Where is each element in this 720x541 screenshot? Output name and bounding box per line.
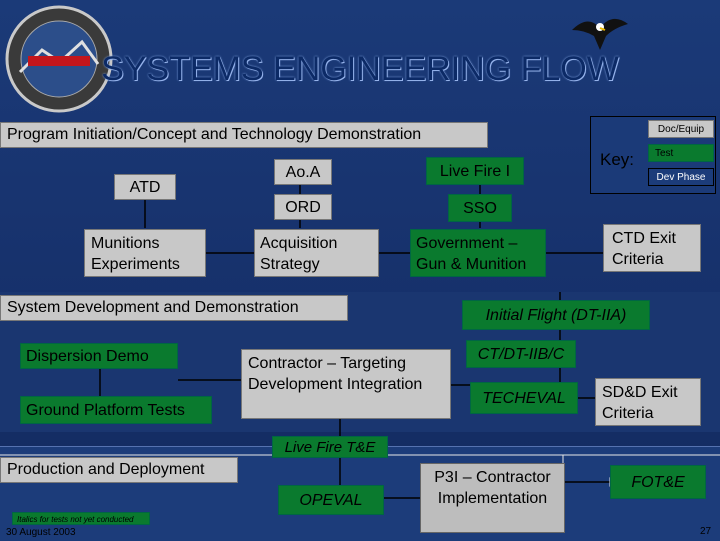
node-dispersion-demo: Dispersion Demo <box>20 343 178 369</box>
key-doc-swatch: Doc/Equip <box>648 120 714 138</box>
node-contractor-targeting: Contractor – Targeting Development Integ… <box>241 349 451 419</box>
node-opeval: OPEVAL <box>278 485 384 515</box>
node-sdd-exit-criteria: SD&D Exit Criteria <box>595 378 701 426</box>
node-sso: SSO <box>448 194 512 222</box>
node-p3i-contractor: P3I – Contractor Implementation <box>420 463 565 533</box>
phase-production-header: Production and Deployment <box>0 457 238 483</box>
phase-development-header: System Development and Demonstration <box>0 295 348 321</box>
page-title: SYSTEMS ENGINEERING FLOW <box>101 50 619 88</box>
node-ord: ORD <box>274 194 332 220</box>
key-label: Key: <box>600 150 635 169</box>
node-techeval: TECHEVAL <box>470 382 578 414</box>
node-government-gun-munition: Government – Gun & Munition <box>410 229 546 277</box>
node-ct-dt-iib-c: CT/DT-IIB/C <box>466 340 576 368</box>
node-ctd-exit-criteria: CTD Exit Criteria <box>603 224 701 272</box>
phase-initiation-header: Program Initiation/Concept and Technolog… <box>0 122 488 148</box>
node-munitions-experiments: Munitions Experiments <box>84 229 206 277</box>
node-live-fire-1: Live Fire I <box>426 157 524 185</box>
key-test-swatch: Test <box>648 144 714 162</box>
program-seal-logo <box>5 5 113 113</box>
node-ground-platform-tests: Ground Platform Tests <box>20 396 212 424</box>
eagle-icon <box>572 18 628 50</box>
node-live-fire-te: Live Fire T&E <box>272 436 388 458</box>
node-atd: ATD <box>114 174 176 200</box>
page-number: 27 <box>700 526 712 537</box>
node-acquisition-strategy: Acquisition Strategy <box>254 229 379 277</box>
node-initial-flight: Initial Flight (DT-IIA) <box>462 300 650 330</box>
footer-date: 30 August 2003 <box>6 527 76 538</box>
italics-note: Italics for tests not yet conducted <box>12 512 150 525</box>
node-fote: FOT&E <box>610 465 706 499</box>
node-aoa: Ao.A <box>274 159 332 185</box>
key-dev-phase-swatch: Dev Phase <box>648 168 714 186</box>
